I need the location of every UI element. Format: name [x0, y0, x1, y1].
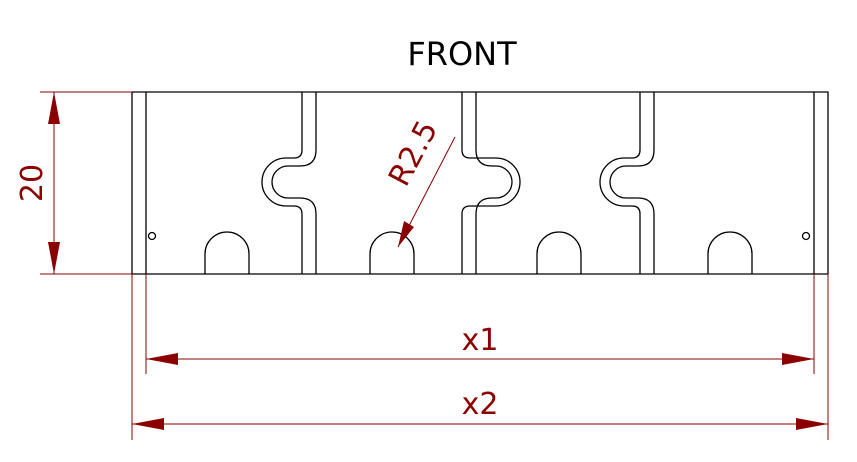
height-dimension-label: 20	[15, 164, 50, 202]
puzzle-joint-1	[261, 92, 317, 274]
inner-width-label: x1	[462, 323, 499, 358]
view-title: FRONT	[407, 35, 517, 73]
radius-callout: R2.5	[382, 115, 456, 248]
radius-dimension-label: R2.5	[382, 115, 445, 192]
bottom-notch-1	[204, 231, 250, 274]
right-mount-hole	[801, 231, 811, 241]
height-dimension: 20	[15, 91, 132, 275]
left-mount-hole	[147, 231, 157, 241]
bottom-notch-2	[369, 231, 415, 274]
outer-width-label: x2	[462, 387, 499, 422]
outer-width-dimension: x2	[131, 274, 829, 440]
part-outline	[131, 91, 829, 275]
puzzle-joint-2	[461, 92, 521, 274]
puzzle-joint-3	[599, 92, 655, 274]
inner-width-dimension: x1	[145, 274, 815, 374]
bottom-notch-4	[707, 231, 753, 274]
bottom-notch-3	[536, 231, 582, 274]
